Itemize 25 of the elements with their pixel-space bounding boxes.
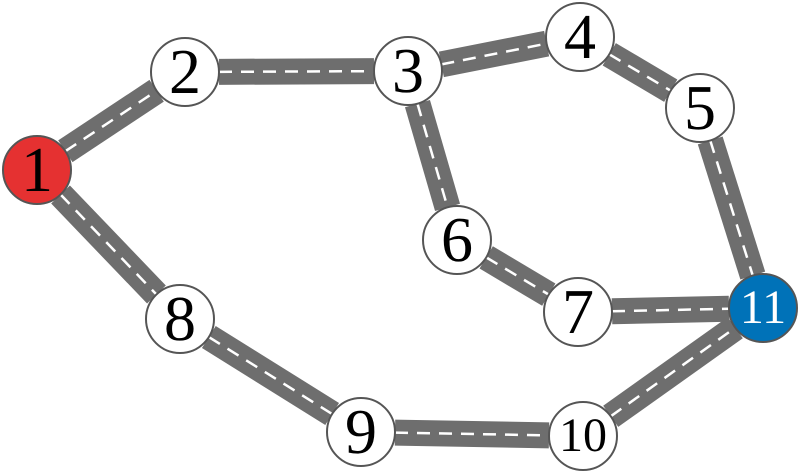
node-number: 6: [441, 208, 473, 272]
node-number: 4: [564, 5, 596, 69]
node-circle: [145, 284, 215, 354]
road-connector: [698, 136, 766, 280]
road-connector: [612, 296, 730, 324]
road-connector: [602, 43, 678, 102]
node-number: 2: [169, 40, 201, 104]
road-connector: [438, 30, 550, 78]
road-connector: [51, 186, 166, 304]
road-connector: [202, 326, 340, 426]
road-connector: [58, 80, 164, 162]
node-number: 5: [684, 76, 716, 140]
road-connector: [218, 58, 374, 85]
road-connector: [404, 100, 460, 211]
node-circle: [2, 135, 72, 205]
node-number: 8: [164, 287, 196, 351]
road-connector: [603, 317, 743, 427]
road-connector: [394, 420, 550, 448]
node-number: 11: [740, 284, 786, 332]
node-number: 3: [392, 39, 424, 103]
node-number: 7: [562, 280, 594, 344]
node-number: 9: [345, 400, 377, 464]
road-connector: [480, 246, 556, 306]
node-number: 10: [559, 412, 607, 460]
node-number: 1: [21, 138, 53, 202]
